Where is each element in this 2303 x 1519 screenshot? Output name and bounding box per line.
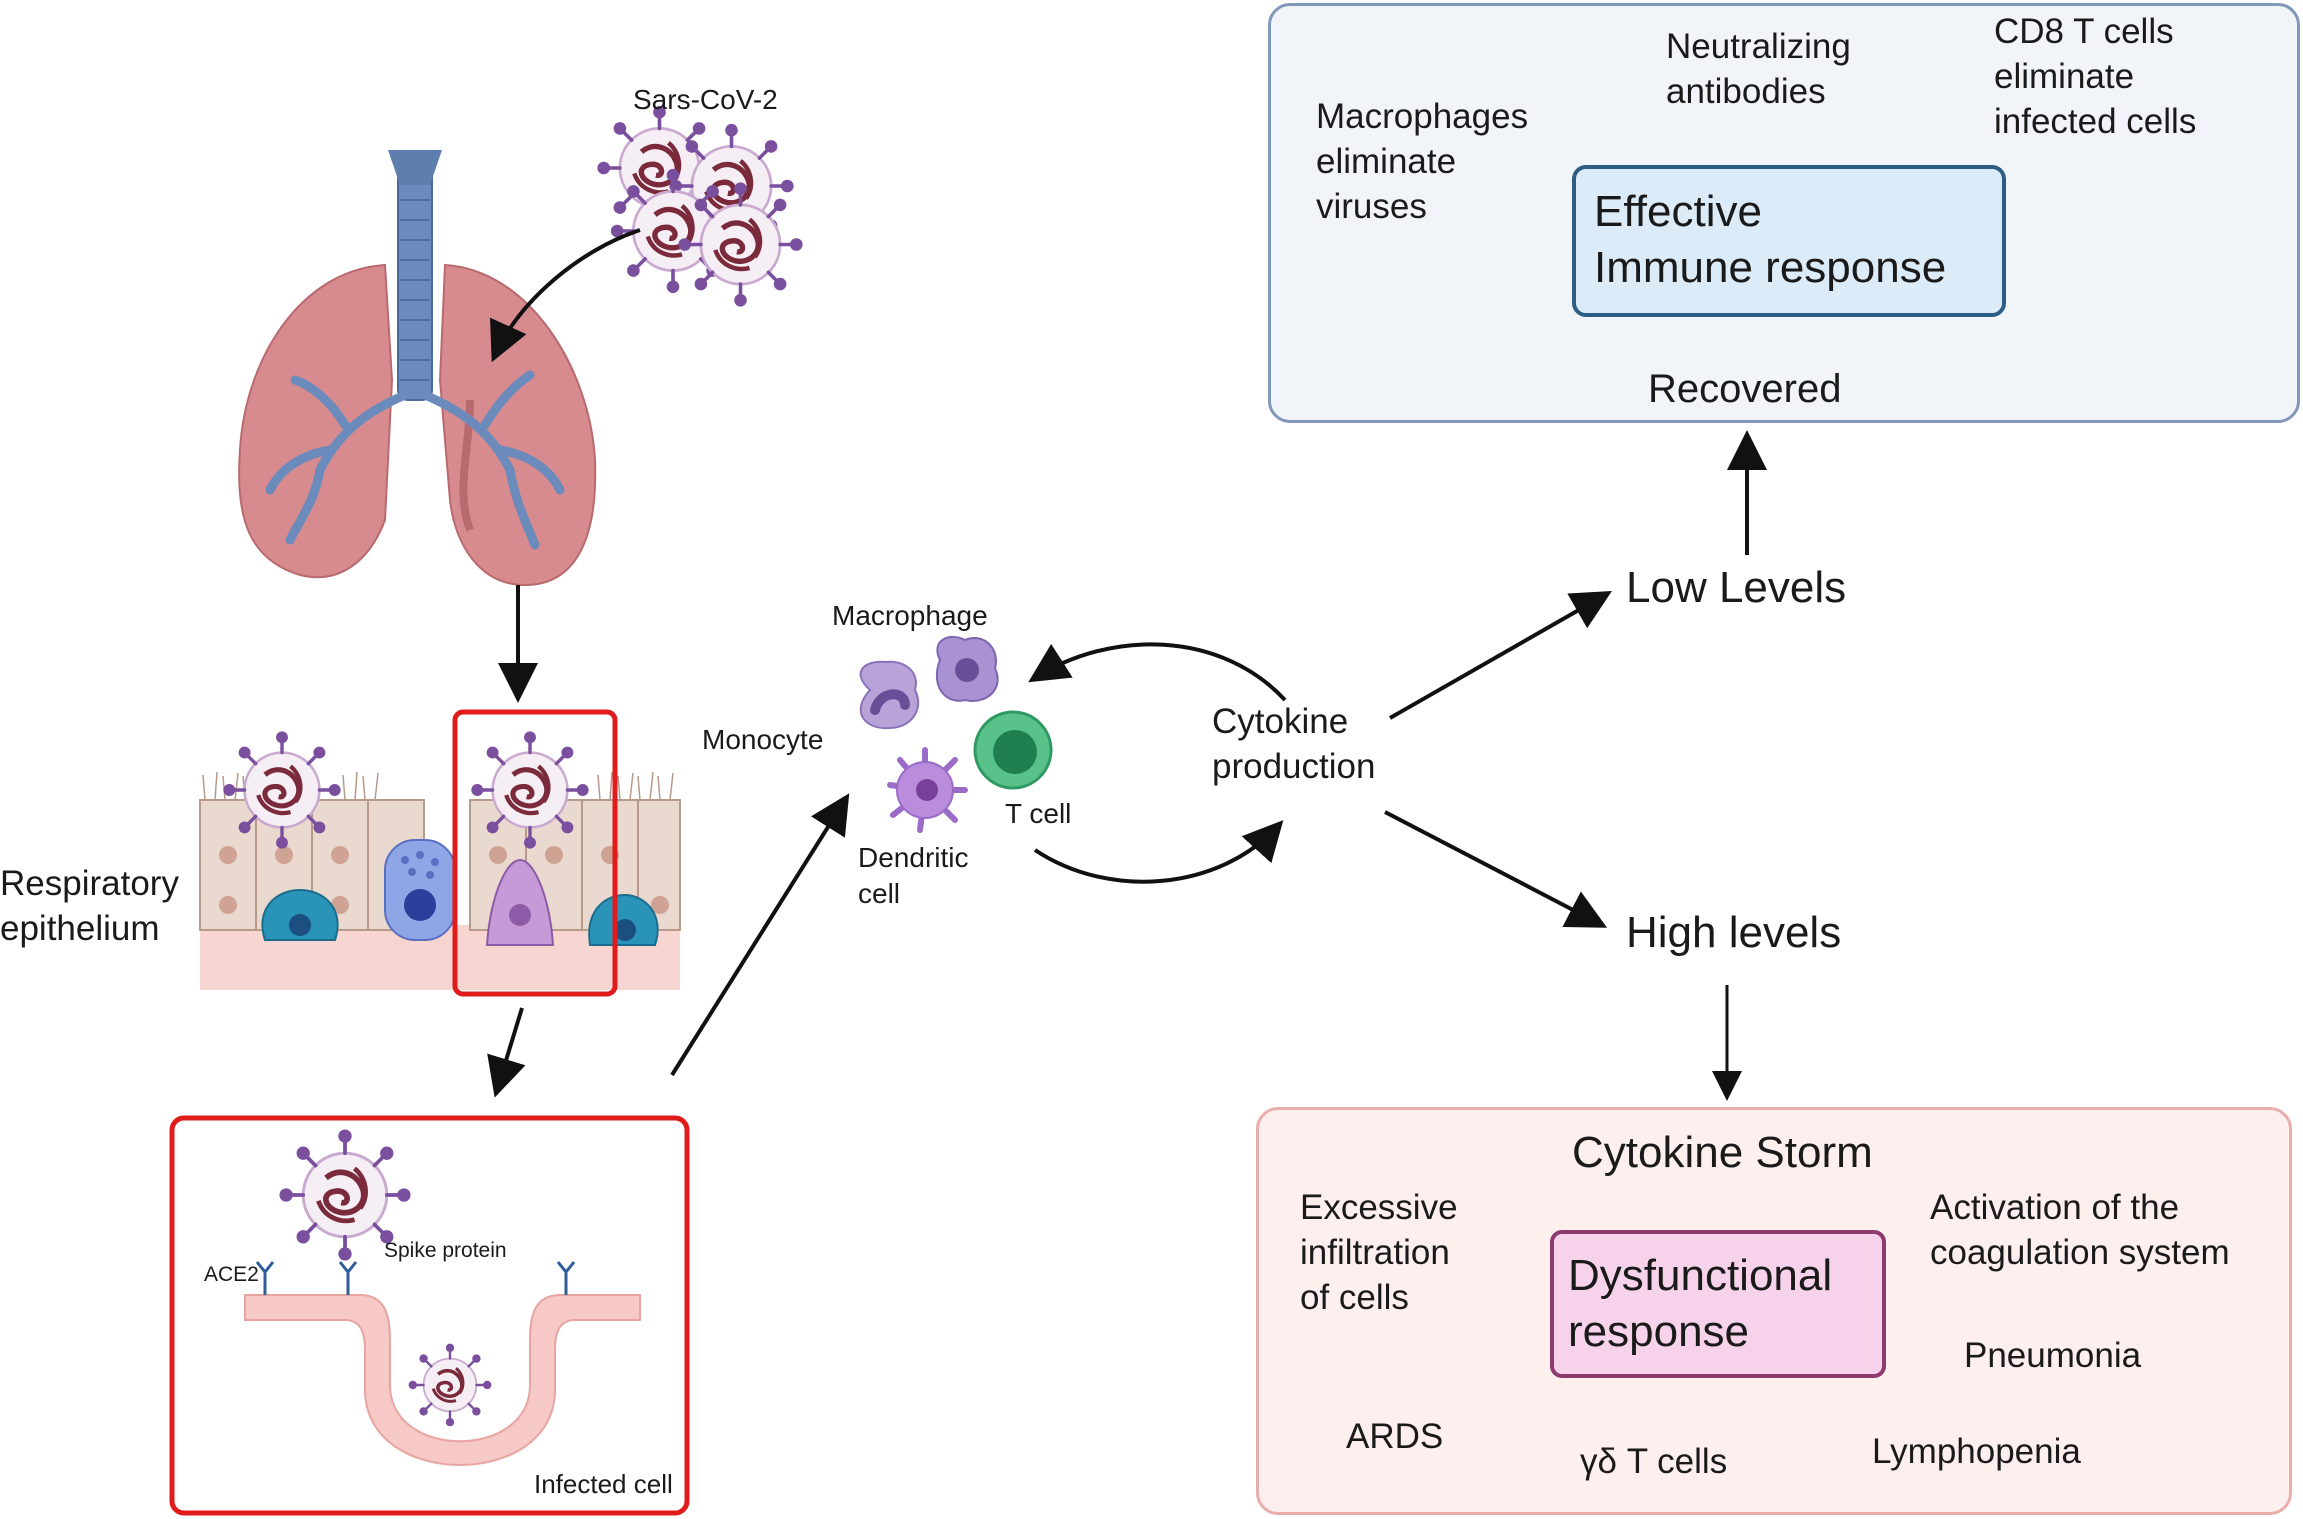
cytokine-production-label: Cytokine production [1212, 702, 1376, 786]
gamma-delta-tcells-label: γδ T cells [1580, 1442, 1728, 1481]
excessive-infiltration-label: Excessive infiltration of cells [1300, 1188, 1458, 1317]
high-levels-label: High levels [1626, 908, 1842, 957]
cd8-tcells-label: CD8 T cells eliminate infected cells [1994, 12, 2197, 141]
infected-cell-label: Infected cell [534, 1469, 673, 1499]
lungs-icon [238, 150, 597, 587]
ace2-label: ACE2 [204, 1263, 259, 1286]
coagulation-label: Activation of the coagulation system [1930, 1188, 2230, 1272]
lymphopenia-label: Lymphopenia [1872, 1432, 2081, 1471]
dysfunctional-response-label: Dysfunctional response [1568, 1251, 1833, 1357]
infected-cell-box [169, 1115, 690, 1516]
cytokine-storm-title: Cytokine Storm [1572, 1128, 1873, 1177]
effective-response-box [1572, 165, 2006, 317]
spike-protein-label: Spike protein [384, 1239, 507, 1262]
epithelium-icon [199, 731, 681, 990]
virus-cluster-icon [597, 106, 802, 307]
macrophages-eliminate-label: Macrophages eliminate viruses [1316, 97, 1529, 226]
membrane-invagination-icon [244, 1294, 641, 1466]
low-levels-label: Low Levels [1626, 563, 1847, 612]
recovered-label: Recovered [1648, 367, 1842, 411]
infected-cell-highlight-frame [452, 709, 618, 997]
immune-cells-icon [859, 635, 1053, 833]
epithelium-label: Respiratory epithelium [0, 864, 179, 948]
ace2-receptor-icon [255, 1261, 576, 1295]
ards-label: ARDS [1346, 1417, 1444, 1456]
dendritic-cell-label: Dendritic cell [858, 842, 969, 909]
pneumonia-label: Pneumonia [1964, 1336, 2142, 1375]
macrophage-label: Macrophage [832, 600, 988, 631]
neutralizing-antibodies-label: Neutralizing antibodies [1666, 27, 1851, 111]
monocyte-label: Monocyte [702, 724, 824, 755]
dysfunctional-response-box [1550, 1230, 1886, 1378]
effective-response-label: Effective Immune response [1594, 187, 1947, 293]
tcell-label: T cell [1005, 798, 1072, 829]
virus-label: Sars-CoV-2 [633, 84, 778, 115]
